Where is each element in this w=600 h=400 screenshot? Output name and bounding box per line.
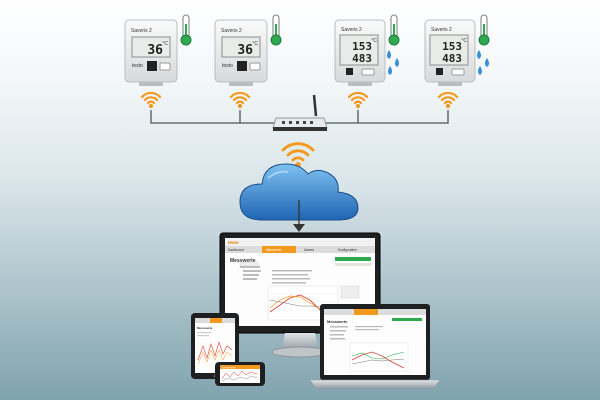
sensor-3-unit: °C (371, 38, 377, 44)
sensor-2-unit: °C (252, 41, 258, 47)
wlan-router-icon (272, 94, 328, 131)
wifi-signal-icon (437, 91, 459, 109)
sensor-3-button (361, 68, 375, 76)
desktop-page-title: Messwerte (230, 258, 256, 264)
sensor-1-reading: 36 (147, 43, 163, 58)
sensor-1: Saveris 2 36 °C testo (124, 19, 178, 86)
desktop-screen: testo Dashboard Messwerte Alarme Konfigu… (225, 238, 375, 321)
wifi-signal-icon (229, 91, 251, 109)
sensor-3: Saveris 2 153 °C 483 (334, 19, 386, 86)
laptop-screen: Messwerte (324, 309, 426, 372)
sensor-2-model-label: Saveris 2 (221, 28, 242, 34)
sensor-2-qr-code (237, 61, 247, 71)
connection-lines (150, 110, 449, 124)
desktop-tab-4[interactable]: Konfiguration (338, 248, 357, 252)
thermometer-icon (388, 14, 400, 46)
sensor-4-reading: 153 (442, 40, 462, 53)
desktop-brand: testo (228, 240, 239, 245)
desktop-tab-3[interactable]: Alarme (304, 248, 314, 252)
sensor-4-qr-code (436, 68, 443, 75)
laptop-chart (349, 342, 409, 372)
sensor-1-button (159, 62, 171, 71)
sensor-2-reading: 36 (237, 43, 253, 58)
laptop-page-title: Messwerte (327, 319, 348, 324)
sensor-4-button (451, 68, 465, 76)
desktop-status-bar (335, 257, 371, 261)
sensor-1-model-label: Saveris 2 (131, 28, 152, 34)
sensor-3-reading: 153 (352, 40, 372, 53)
tablet-page-title: Messwerte (197, 326, 213, 330)
sensor-1-brand: testo (132, 63, 143, 69)
sensor-4-unit: °C (461, 38, 467, 44)
thermometer-icon (180, 14, 192, 46)
sensor-4: Saveris 2 153 °C 483 (424, 19, 476, 86)
humidity-drop-icon (477, 50, 489, 75)
cloud-icon (239, 163, 359, 221)
thermometer-icon (270, 14, 282, 46)
desktop-tab-1[interactable]: Dashboard (228, 248, 244, 252)
humidity-drop-icon (387, 50, 399, 75)
thermometer-icon (478, 14, 490, 46)
desktop-dropdown[interactable] (239, 261, 259, 267)
tablet-screen: Messwerte (195, 318, 235, 365)
wifi-signal-icon (347, 91, 369, 109)
wifi-signal-icon (140, 91, 162, 109)
sensor-1-qr-code (147, 61, 157, 71)
sensor-3-model-label: Saveris 2 (341, 27, 362, 33)
sensor-4-model-label: Saveris 2 (431, 27, 452, 33)
sensor-2: Saveris 2 36 °C testo (214, 19, 268, 86)
cloud-to-web-arrow (293, 200, 305, 232)
desktop-tab-2[interactable]: Messwerte (266, 248, 282, 252)
sensor-2-button (249, 62, 261, 71)
desktop-active-tab[interactable] (262, 246, 296, 253)
laptop-active-tab[interactable] (354, 309, 378, 315)
sensor-2-brand: testo (222, 63, 233, 69)
phone-screen: Messwerte (220, 365, 260, 382)
sensor-1-unit: °C (162, 41, 168, 47)
sensor-3-qr-code (346, 68, 353, 75)
sensor-3-humidity-reading: 483 (352, 52, 372, 65)
wifi-signal-icon (281, 142, 315, 168)
phone-page-title: Messwerte (222, 365, 236, 369)
sensor-4-humidity-reading: 483 (442, 52, 462, 65)
